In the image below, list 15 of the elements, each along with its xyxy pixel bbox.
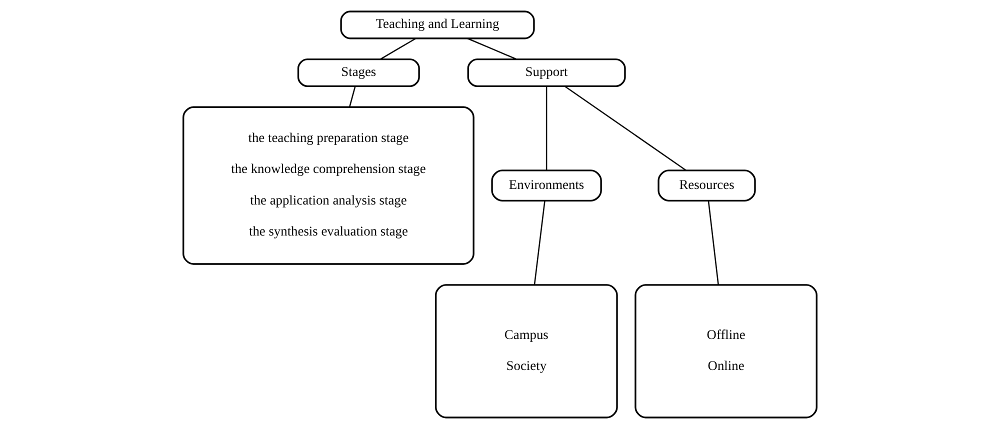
connector <box>546 86 548 170</box>
connector <box>467 38 518 60</box>
node-box: Campus Society <box>435 284 618 418</box>
connector <box>380 38 416 60</box>
connector <box>534 200 546 285</box>
node-box: the teaching preparation stage the knowledge comprehension stage the application analysis stage the synthesis evaluation stage <box>182 106 474 265</box>
connector <box>708 200 719 285</box>
node-box: Environments <box>491 170 602 202</box>
node-box: Teaching and Learning <box>340 10 535 40</box>
node-box: Support <box>467 58 626 87</box>
node-box: Offline Online <box>634 284 818 418</box>
connector <box>564 86 686 171</box>
node-box: Stages <box>297 58 420 87</box>
connector <box>348 86 356 108</box>
node-box: Resources <box>658 170 756 202</box>
